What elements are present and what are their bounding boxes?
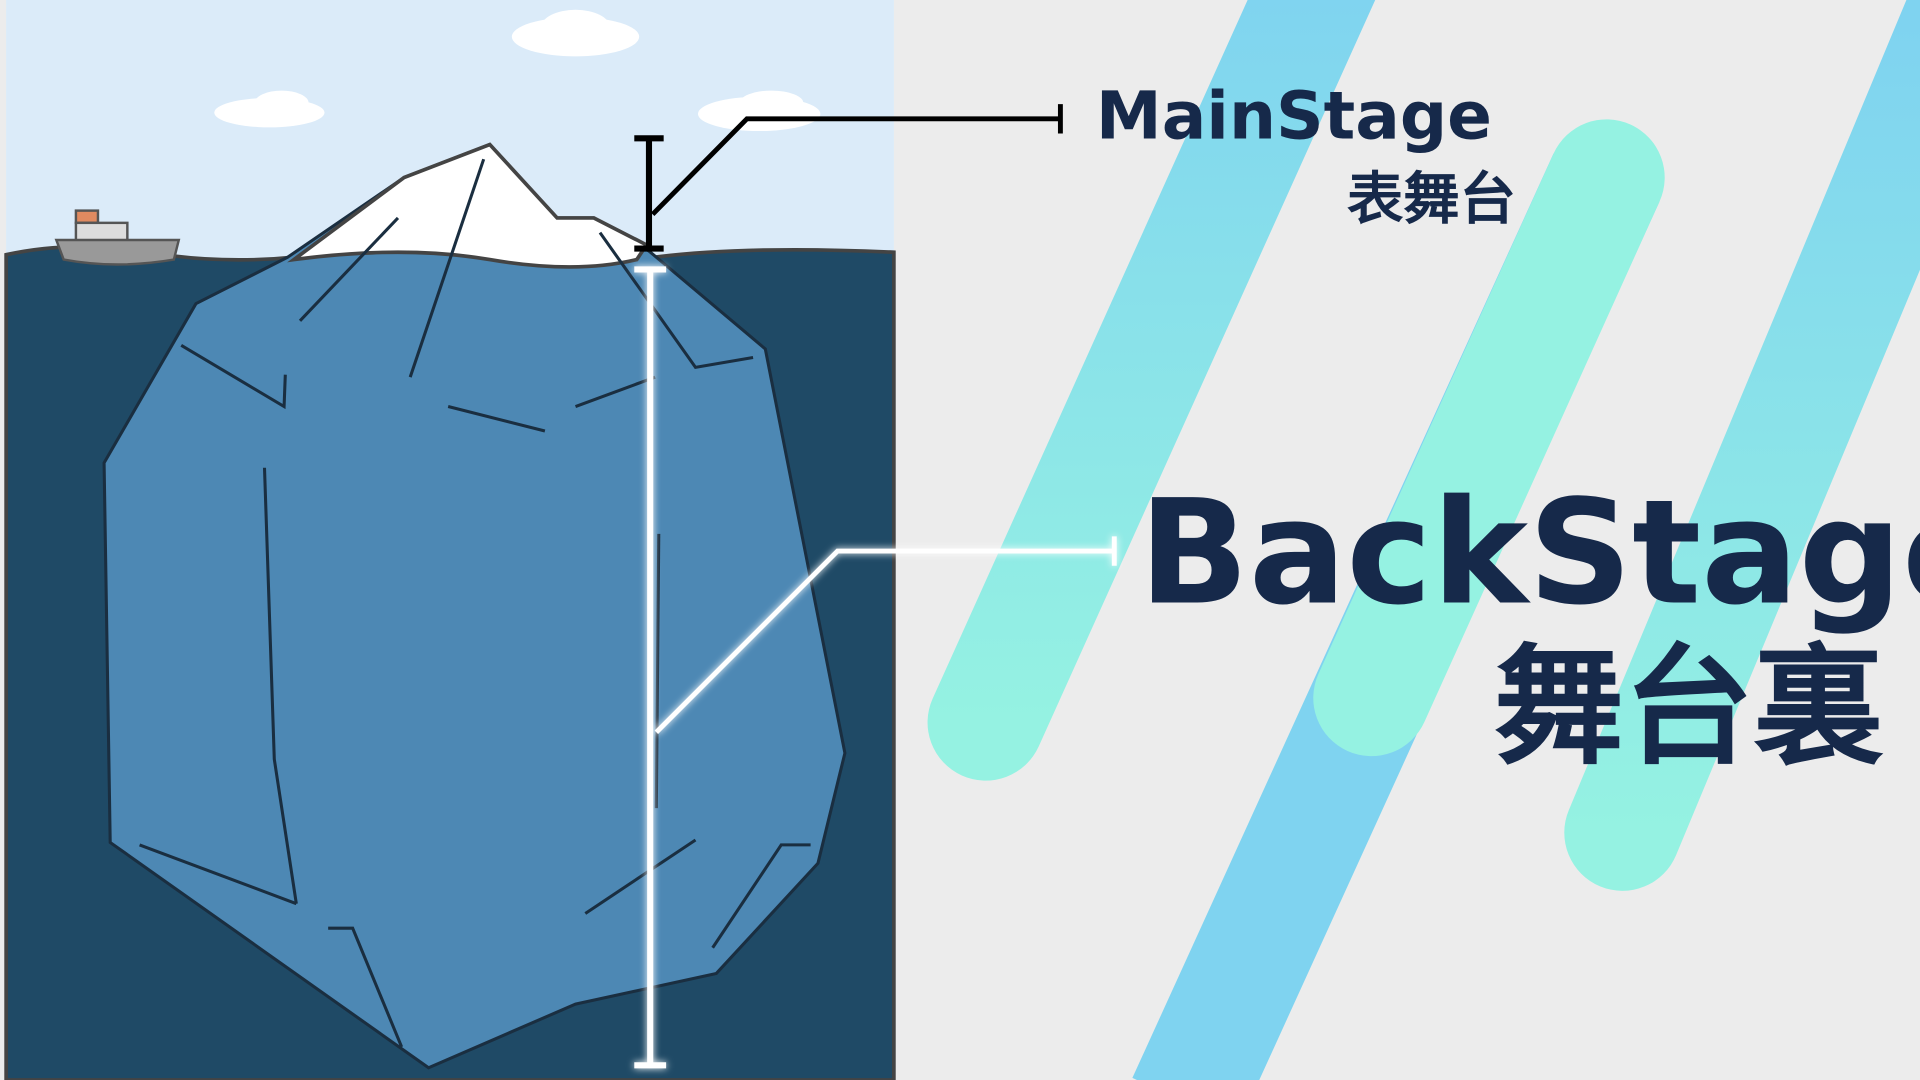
back-stage-label: BackStage — [1139, 469, 1920, 637]
decorative-stripes — [927, 0, 1920, 1080]
main-stage-label: MainStage — [1096, 77, 1492, 154]
back-stage-jp-label: 舞台裏 — [1494, 632, 1884, 783]
ship-icon — [54, 209, 181, 266]
cloud-icons — [214, 9, 821, 132]
main-stage-jp-label: 表舞台 — [1347, 167, 1516, 232]
iceberg-illustration — [4, 0, 1117, 1080]
